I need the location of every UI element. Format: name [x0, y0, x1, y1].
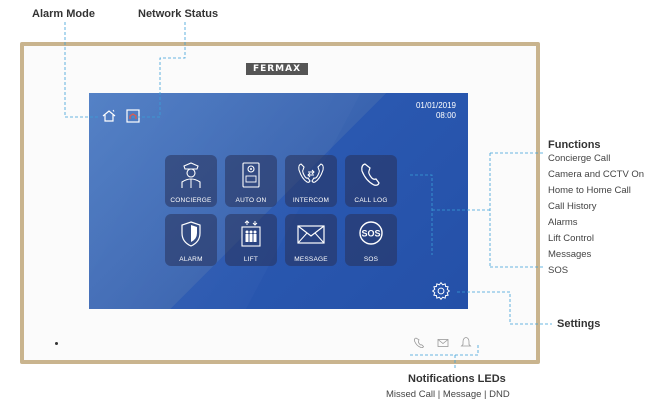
sos-icon: SOS — [359, 221, 383, 245]
date-text: 01/01/2019 — [415, 101, 456, 110]
screen-sheen — [89, 93, 468, 309]
touch-screen[interactable]: 01/01/2019 08:00 CONCIERGE AUTO ON INTER… — [89, 93, 468, 309]
function-item: Call History — [548, 201, 597, 212]
tile-sos[interactable]: SOS SOS — [345, 214, 397, 266]
function-item: Lift Control — [548, 233, 594, 244]
missed-call-led-icon — [414, 337, 424, 349]
tile-concierge[interactable]: CONCIERGE — [165, 155, 217, 207]
alarm-mode-home-icon[interactable] — [101, 108, 117, 124]
dnd-bell-led-icon — [460, 337, 472, 347]
tile-label: INTERCOM — [292, 197, 330, 204]
function-item: Home to Home Call — [548, 185, 631, 196]
lift-icon — [241, 220, 261, 247]
function-item: SOS — [548, 265, 569, 276]
message-led-icon — [437, 339, 449, 347]
brand-logo: FERMAX — [246, 63, 308, 75]
tile-label: AUTO ON — [235, 197, 267, 204]
settings-label: Settings — [557, 318, 601, 330]
indicator-dot — [55, 342, 58, 345]
camera-panel-icon — [242, 162, 260, 188]
tile-label: SOS — [363, 256, 379, 263]
settings-gear-icon[interactable] — [431, 281, 451, 301]
tile-intercom[interactable]: INTERCOM — [285, 155, 337, 207]
intercom-icon — [298, 163, 324, 183]
tile-alarm[interactable]: ALARM — [165, 214, 217, 266]
tile-call-log[interactable]: CALL LOG — [345, 155, 397, 207]
function-item: Concierge Call — [548, 153, 611, 164]
tile-lift[interactable]: LIFT — [225, 214, 277, 266]
notifications-detail: Missed Call | Message | DND — [386, 389, 510, 400]
shield-icon — [181, 221, 201, 247]
tile-label: LIFT — [243, 256, 259, 263]
tile-label: ALARM — [179, 256, 203, 263]
notifications-title: Notifications LEDs — [408, 373, 506, 385]
date-time: 01/01/2019 08:00 — [416, 101, 456, 121]
time-text: 08:00 — [435, 111, 456, 120]
svg-text:SOS: SOS — [361, 229, 380, 239]
concierge-icon — [181, 162, 201, 188]
tile-message[interactable]: MESSAGE — [285, 214, 337, 266]
functions-title: Functions — [548, 139, 601, 151]
network-status-label: Network Status — [138, 8, 219, 20]
envelope-icon — [297, 225, 325, 244]
tile-auto-on[interactable]: AUTO ON — [225, 155, 277, 207]
network-status-icon — [126, 109, 140, 123]
function-item: Messages — [548, 249, 592, 260]
tile-label: MESSAGE — [294, 256, 328, 263]
tile-label: CONCIERGE — [170, 197, 212, 204]
function-item: Camera and CCTV On — [548, 169, 645, 180]
tile-label: CALL LOG — [354, 197, 388, 204]
phone-icon — [361, 163, 380, 186]
function-item: Alarms — [548, 217, 578, 228]
alarm-mode-label: Alarm Mode — [32, 8, 95, 20]
